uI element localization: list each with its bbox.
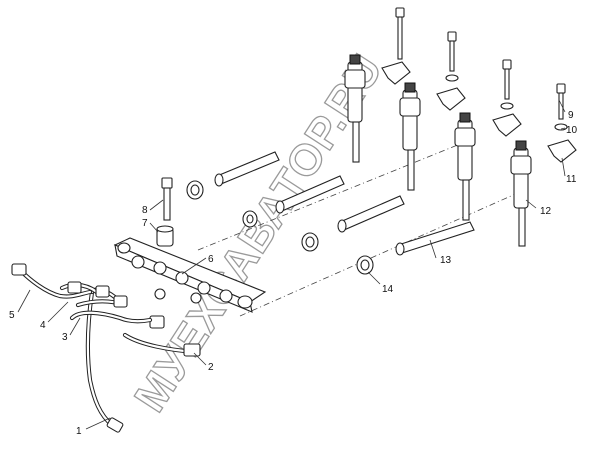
part-7-sleeve: [156, 225, 174, 247]
callout-10: 10: [566, 125, 578, 136]
injector-3: [454, 112, 476, 221]
part-8-bolt: [161, 177, 173, 221]
callout-12: 12: [540, 206, 552, 217]
callout-4: 4: [40, 320, 46, 331]
callout-7: 7: [142, 218, 148, 229]
callout-11: 11: [566, 174, 577, 185]
clamps: [381, 61, 577, 163]
part-6-common-rail: [113, 237, 267, 313]
part-14-seal-ring: [356, 255, 374, 275]
callout-9: 9: [568, 110, 574, 121]
callout-1: 1: [76, 426, 82, 437]
callout-13: 13: [440, 255, 452, 266]
callout-labels: 1 2 3 4 5 6 7 8 9 10 11 12 13 14: [9, 110, 578, 437]
leader-lines: [17, 99, 566, 430]
sealing-rings: [186, 180, 319, 252]
part-3-pipe: [69, 299, 153, 324]
callout-2: 2: [208, 362, 214, 373]
injector-4: [510, 140, 532, 247]
connector-tubes: [214, 151, 405, 233]
injector-2: [399, 82, 421, 191]
callout-5: 5: [9, 310, 15, 321]
assembly-centerlines: [197, 139, 521, 317]
part-13-connector-tube: [395, 221, 475, 256]
injector-1: [344, 54, 366, 163]
callout-6: 6: [208, 254, 214, 265]
callout-14: 14: [382, 284, 394, 295]
callout-8: 8: [142, 205, 148, 216]
part-4-pipe: [11, 263, 128, 308]
part-2-pipe: [122, 315, 201, 357]
injector-bolts: [395, 7, 566, 120]
callout-3: 3: [62, 332, 68, 343]
